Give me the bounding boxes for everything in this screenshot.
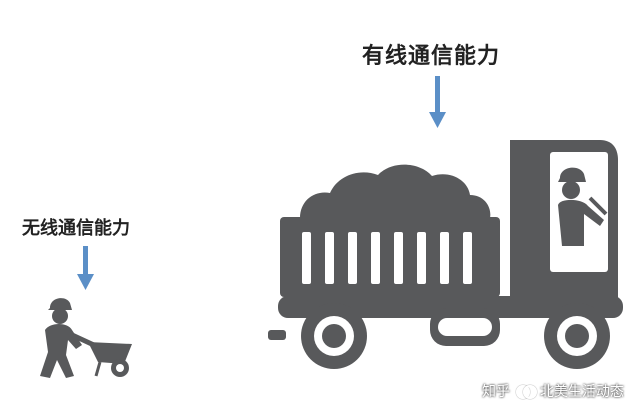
truck-wheel-front [544, 303, 610, 369]
truck-wheel-rear [301, 303, 367, 369]
driver-icon [558, 167, 608, 246]
wheelbarrow-worker-icon [40, 298, 132, 378]
truck-load [300, 164, 491, 218]
watermark-platform: 知乎 [482, 384, 510, 400]
watermark: 知乎 北美生活动态 [482, 381, 624, 401]
truck-icon [268, 140, 623, 369]
watermark-account: 北美生活动态 [540, 384, 624, 400]
wireless-capability-label: 无线通信能力 [22, 218, 130, 239]
wechat-logo-icon [516, 384, 537, 399]
wired-capability-label: 有线通信能力 [362, 44, 501, 69]
arrow-down-icon-wireless [77, 246, 94, 290]
arrow-down-icon-wired [429, 76, 446, 128]
truck-slats [302, 232, 472, 284]
truck-chassis [278, 296, 623, 318]
